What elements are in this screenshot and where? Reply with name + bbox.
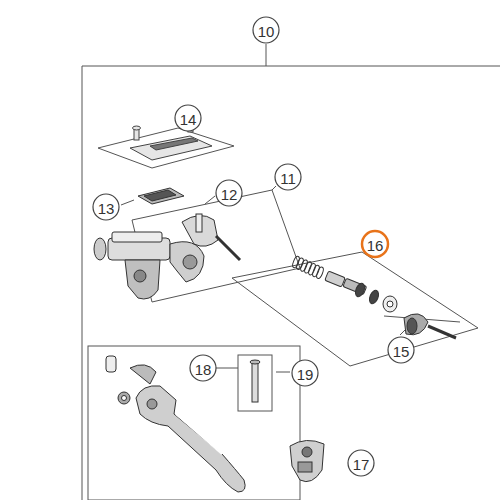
callout-number: 17 [353, 456, 370, 471]
callout-number: 15 [393, 343, 410, 358]
callout-number: 12 [221, 186, 238, 201]
callout-number: 19 [297, 366, 314, 381]
callout-number: 16 [367, 237, 384, 252]
callout-number: 10 [258, 23, 275, 38]
callout-number: 14 [180, 111, 197, 126]
callout-number: 13 [98, 200, 115, 215]
callout-number: 18 [195, 361, 212, 376]
callout-number: 11 [280, 170, 296, 185]
